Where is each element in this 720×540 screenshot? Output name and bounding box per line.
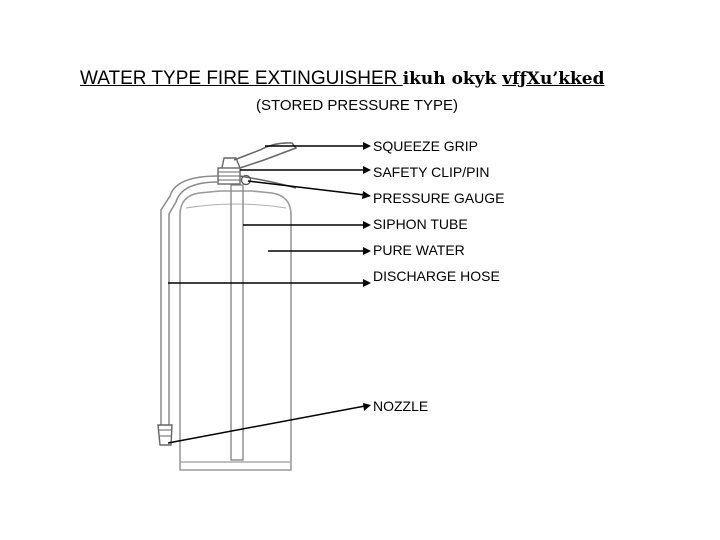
arrow-safety-clip [363, 166, 371, 174]
label-safety-clip: SAFETY CLIP/PIN [373, 164, 490, 180]
label-nozzle: NOZZLE [373, 398, 429, 414]
label-discharge-hose: DISCHARGE HOSE [373, 268, 500, 284]
label-pure-water: PURE WATER [373, 242, 465, 258]
arrow-siphon-tube [363, 221, 371, 229]
label-squeeze-grip: SQUEEZE GRIP [373, 138, 479, 154]
cylinder-body [179, 190, 292, 471]
diagram-title: WATER TYPE FIRE EXTINGUISHER ikuh okyk v… [80, 68, 605, 90]
title-hindi-underlined: vfƒXu’kked [502, 69, 605, 89]
cylinder-shoulder [185, 203, 287, 209]
leader-pressure-gauge [247, 180, 366, 196]
diagram-subtitle: (STORED PRESSURE TYPE) [256, 97, 458, 114]
arrow-squeeze-grip [363, 142, 371, 150]
arrow-discharge-hose [363, 279, 371, 287]
arrow-pressure-gauge [362, 191, 371, 199]
discharge-hose-inner [168, 181, 219, 425]
pressure-gauge [240, 174, 252, 186]
discharge-hose [160, 175, 219, 425]
siphon-tube [230, 184, 244, 461]
label-pressure-gauge: PRESSURE GAUGE [373, 190, 505, 206]
nozzle [157, 424, 173, 446]
carrying-handle [239, 175, 297, 189]
valve-head [221, 157, 241, 169]
arrow-pure-water [363, 247, 371, 255]
label-siphon-tube: SIPHON TUBE [373, 216, 468, 232]
arrow-nozzle [363, 403, 371, 411]
title-hindi: ikuh okyk [402, 69, 503, 89]
leader-nozzle [167, 405, 366, 444]
title-english: WATER TYPE FIRE EXTINGUISHER [80, 68, 403, 89]
